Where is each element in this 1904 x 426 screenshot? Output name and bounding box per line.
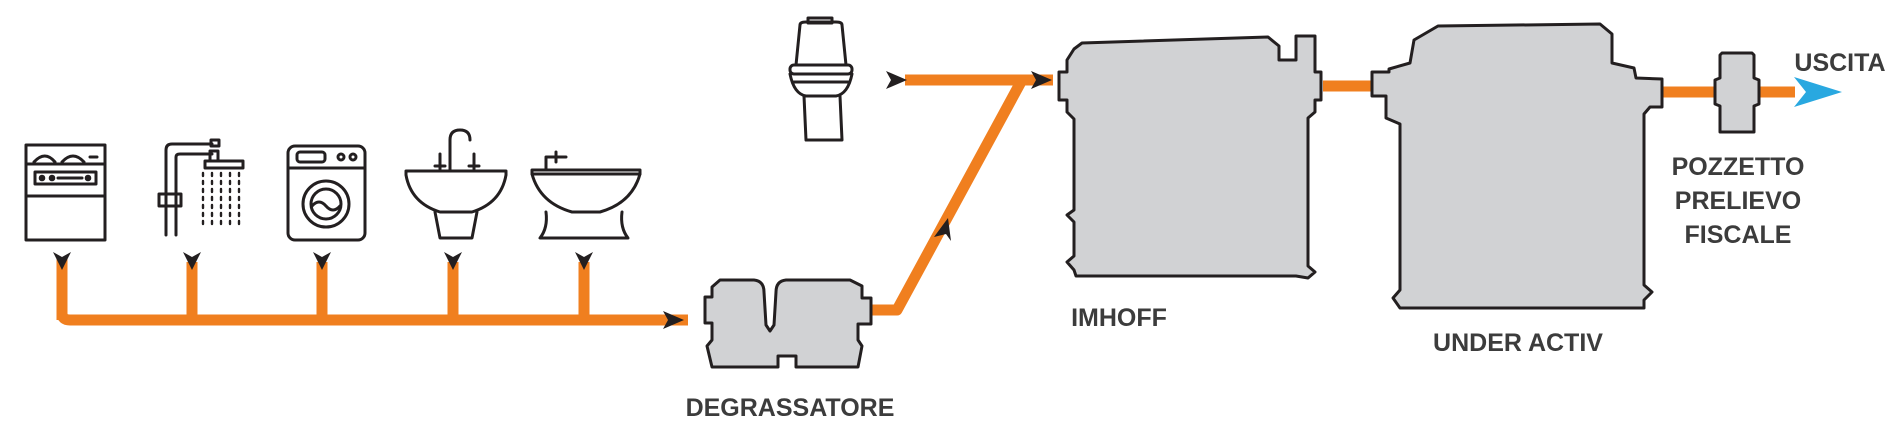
washing-machine-icon: [286, 144, 367, 242]
label-imhoff: IMHOFF: [1071, 304, 1167, 332]
flow-arrow-imhoff: [1031, 71, 1052, 89]
label-pozzetto-line3: FISCALE: [1684, 220, 1792, 249]
flow-arrow-degrassatore: [663, 311, 684, 329]
label-under-activ: UNDER ACTIV: [1433, 329, 1603, 357]
flow-arrow-riser: [934, 218, 951, 241]
flow-arrow-washing-machine: [313, 252, 331, 270]
label-pozzetto-prelievo-fiscale: POZZETTO PRELIEVO FISCALE: [1638, 151, 1838, 252]
flow-arrow-bidet: [575, 252, 593, 270]
flow-arrow-dishwasher: [53, 252, 71, 270]
label-uscita: USCITA: [1794, 49, 1886, 77]
flow-arrow-toilet: [886, 71, 907, 89]
collector-pipe: [56, 258, 688, 326]
label-pozzetto-line2: PRELIEVO: [1674, 186, 1802, 215]
pozzetto-box: [1713, 51, 1761, 134]
shower-icon: [157, 138, 245, 237]
imhoff-tank: [1057, 34, 1323, 280]
label-pozzetto-line1: POZZETTO: [1671, 153, 1805, 181]
flow-arrows: [53, 71, 1052, 329]
flow-arrow-sink: [444, 252, 462, 270]
outlet-arrow: [1794, 77, 1842, 107]
under-activ-tank: [1370, 22, 1664, 310]
sink-icon: [404, 128, 508, 240]
bidet-icon: [530, 150, 642, 240]
dishwasher-icon: [24, 143, 107, 242]
label-degrassatore: DEGRASSATORE: [685, 394, 895, 422]
pipe-network: [56, 74, 1795, 326]
toilet-icon: [788, 16, 854, 142]
degrassatore-tank: [703, 278, 873, 369]
flow-arrow-shower: [183, 252, 201, 270]
riser-pipe: [872, 74, 1053, 316]
